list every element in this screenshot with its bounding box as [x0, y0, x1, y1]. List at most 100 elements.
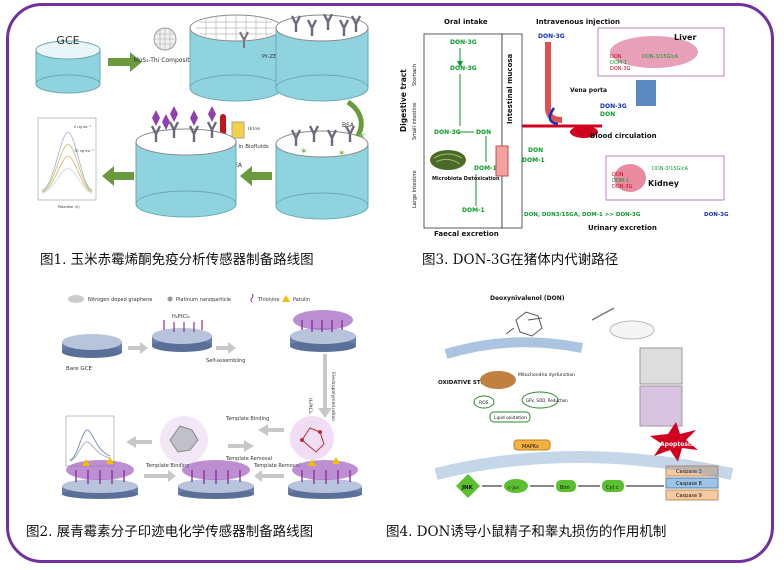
svg-text:DON: DON	[528, 147, 543, 154]
metabolism-diagram: Digestive tract Stomach Small intestine …	[399, 18, 729, 238]
svg-text:Urine: Urine	[248, 126, 260, 132]
digestive-box	[423, 33, 503, 229]
arrow-3	[240, 166, 272, 186]
svg-text:Kidney: Kidney	[648, 179, 680, 188]
bsa-electrode	[275, 130, 369, 220]
svg-text:DOM-1: DOM-1	[474, 165, 497, 172]
biofluid-label: Application in Biofluids	[206, 144, 269, 150]
jnk-icon	[456, 474, 480, 498]
svg-text:Small intestine: Small intestine	[412, 103, 418, 140]
panel-zea-sensor: GCE MoS₂-Thi Composites Pt-ZEA-MAb BSA ✶	[30, 13, 370, 242]
liver-icon	[610, 36, 698, 68]
svg-text:DON: DON	[610, 54, 622, 60]
bottom-electrode-1	[62, 457, 138, 499]
svg-text:Apoptosis: Apoptosis	[660, 441, 694, 448]
svg-text:DOM-1: DOM-1	[522, 157, 545, 164]
bsa-label: BSA	[342, 122, 355, 129]
mechanism-diagram: Deoxynivalenol (DON) OXIDATIVE STRESS Mi…	[434, 295, 734, 501]
composite-label: MoS₂-Thi Composites	[134, 57, 197, 64]
svg-text:Nitrogen doped graphene: Nitrogen doped graphene	[88, 297, 152, 303]
cell-membrane	[434, 451, 734, 480]
svg-text:Liver: Liver	[674, 33, 696, 42]
svg-text:MAPKs: MAPKs	[522, 444, 539, 450]
membrane	[444, 337, 583, 359]
zea-molecules	[152, 106, 216, 130]
svg-text:Intravenous injection: Intravenous injection	[536, 18, 620, 26]
svg-text:Template Binding: Template Binding	[225, 416, 269, 422]
svg-text:DON-3G: DON-3G	[612, 184, 633, 190]
svg-text:Digestive tract: Digestive tract	[399, 69, 408, 132]
svg-text:DOM-1: DOM-1	[462, 207, 485, 214]
arrow-4	[102, 166, 134, 186]
antibodies-bsa	[290, 125, 356, 146]
svg-text:H₂PtCl₆: H₂PtCl₆	[307, 398, 313, 414]
thionine-icon	[250, 293, 254, 303]
zea-sensor-diagram: GCE MoS₂-Thi Composites Pt-ZEA-MAb BSA ✶	[35, 13, 369, 220]
caption-3: 图3. DON-3G在猪体内代谢路径	[422, 252, 619, 268]
svg-text:Lipid oxidation: Lipid oxidation	[494, 415, 527, 421]
svg-text:DON-3G: DON-3G	[610, 66, 631, 72]
svg-text:Bim: Bim	[560, 485, 570, 491]
bsa-star-icon: ✶	[356, 129, 366, 143]
svg-text:OXIDATIVE STRESS: OXIDATIVE STRESS	[438, 380, 496, 386]
mucosa-box	[501, 33, 523, 229]
svg-text:DON: DON	[600, 111, 615, 118]
svg-text:DON-3/15GlcA: DON-3/15GlcA	[642, 54, 679, 60]
antibody-electrode	[275, 14, 369, 102]
svg-text:Oral intake: Oral intake	[444, 18, 488, 26]
svg-text:✶: ✶	[300, 147, 308, 157]
caption-4: 图4. DON诱导小鼠精子和睾丸损伤的作用机制	[386, 524, 667, 540]
caption-2: 图2. 展青霉素分子印迹电化学传感器制备路线图	[26, 524, 314, 540]
composite-electrode	[189, 14, 283, 102]
bottom-electrode-2	[178, 460, 254, 499]
svg-text:DON: DON	[476, 129, 491, 136]
svg-text:Caspase 8: Caspase 8	[676, 481, 702, 487]
gce-electrode: GCE	[35, 34, 101, 94]
kidney-icon	[614, 164, 646, 192]
svg-text:DON-3G: DON-3G	[450, 39, 477, 46]
svg-text:DON, DON3/15GA, DOM-1 >> DON-3: DON, DON3/15GA, DOM-1 >> DON-3G	[524, 212, 641, 218]
svg-text:Thionine: Thionine	[257, 297, 279, 303]
microbiota-icon	[430, 150, 466, 170]
svg-text:Blood circulation: Blood circulation	[590, 132, 657, 140]
svg-text:Caspase 3: Caspase 3	[676, 469, 702, 475]
svg-text:DON-3G: DON-3G	[450, 65, 477, 72]
self-assembling-label: Self-assembling	[206, 358, 245, 364]
caption-1: 图1. 玉米赤霉烯酮免疫分析传感器制备路线图	[40, 252, 314, 268]
patulin-icon	[282, 295, 290, 302]
svg-text:ROS: ROS	[479, 400, 489, 406]
don-molecule-icon	[505, 311, 543, 337]
green-labels: DON-3G DON-3G DON-3G DON DOM-1 DOM-1 DON…	[434, 39, 545, 214]
svg-text:Stomach: Stomach	[412, 64, 418, 86]
graphene-pt-electrode	[152, 320, 212, 352]
panel-patulin-sensor: Nitrogen doped graphene Platinum nanopar…	[56, 290, 366, 508]
svg-text:DON-3G: DON-3G	[538, 33, 565, 40]
dpv-plot-2	[65, 415, 115, 467]
vena-icon	[636, 80, 656, 106]
svg-text:Urinary excretion: Urinary excretion	[588, 224, 657, 232]
arrow-1	[108, 52, 142, 72]
syringe-icon	[591, 307, 615, 321]
mouse-icon	[609, 320, 655, 340]
svg-text:Caspase 9: Caspase 9	[676, 493, 702, 499]
bottom-electrode-3	[288, 457, 362, 499]
svg-text:DON-3/15GlcA: DON-3/15GlcA	[652, 166, 689, 172]
panel-don-mechanism: Deoxynivalenol (DON) OXIDATIVE STRESS Mi…	[432, 290, 742, 512]
svg-text:DON-3G: DON-3G	[434, 129, 461, 136]
svg-text:Template Removal: Template Removal	[253, 463, 300, 469]
svg-text:Platinum nanoparticle: Platinum nanoparticle	[176, 297, 231, 303]
svg-text:70 ng mL⁻¹: 70 ng mL⁻¹	[74, 149, 94, 153]
svg-text:Cyt c: Cyt c	[606, 485, 619, 491]
svg-text:Bare GCE: Bare GCE	[66, 366, 93, 372]
mitochondria-icon	[480, 371, 516, 389]
sperm-image	[639, 347, 683, 385]
svg-text:DON-3G: DON-3G	[704, 212, 729, 218]
svg-text:Mitochondria dysfunction: Mitochondria dysfunction	[518, 372, 575, 378]
vein-icon	[545, 42, 563, 123]
apoptosis-icon	[650, 422, 698, 462]
svg-text:Vena porta: Vena porta	[570, 87, 607, 94]
svg-text:Potential (V): Potential (V)	[58, 205, 80, 209]
svg-text:c-Jun: c-Jun	[508, 485, 520, 491]
blood-cell-icon	[570, 126, 598, 138]
gce-label: GCE	[56, 34, 79, 47]
